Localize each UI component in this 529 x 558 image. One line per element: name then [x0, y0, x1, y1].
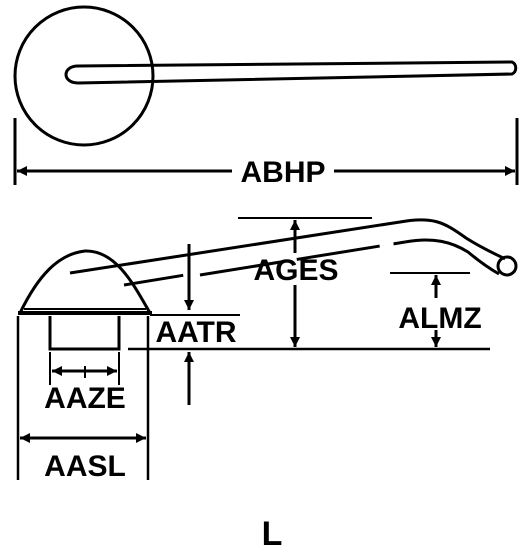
view-letter: L [262, 515, 283, 553]
pin-stem [48, 316, 121, 351]
shank-tip-ball [496, 255, 518, 277]
label-aatr: AATR [155, 316, 236, 349]
label-abhp: ABHP [240, 156, 325, 189]
shank-lower-edge [123, 273, 186, 287]
shank-tip-curve [404, 238, 500, 276]
shank-upper-edge [69, 218, 506, 275]
label-aasl: AASL [44, 450, 126, 483]
pin-head-dome [18, 249, 152, 314]
label-ages: AGES [253, 254, 338, 287]
label-almz: ALMZ [398, 302, 481, 335]
shank-lower-edge-2 [199, 240, 406, 277]
pin-head-circle [13, 5, 155, 147]
pin-shank-loop [64, 60, 518, 85]
top-view: ABHP [13, 5, 519, 189]
side-view: AGES ALMZ AATR AAZE AASL [16, 217, 518, 483]
label-aaze: AAZE [44, 382, 126, 415]
